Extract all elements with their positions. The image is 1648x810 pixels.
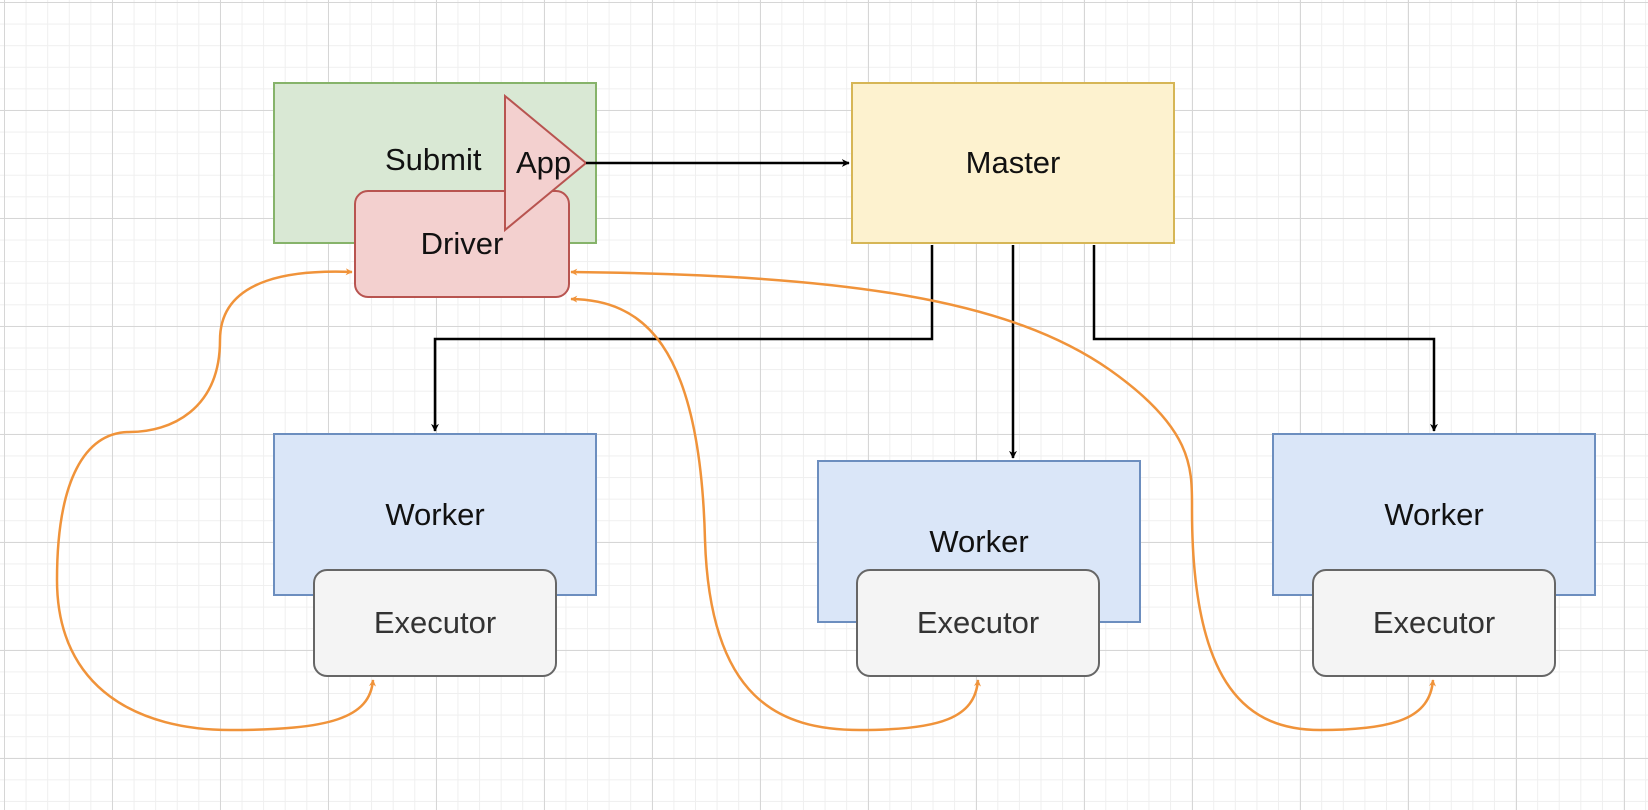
edge-master-to-worker-3[interactable] [1092,245,1438,432]
edge-driver-executor-2[interactable] [570,295,981,732]
edge-driver-executor-3[interactable] [570,268,1436,732]
worker-label-1: Worker [385,497,485,532]
master-node[interactable]: Master [851,82,1175,244]
executor-label-1: Executor [373,605,497,640]
edge-driver-executor-1[interactable] [55,268,376,732]
master-label: Master [965,145,1061,180]
app-triangle-shape[interactable] [504,93,588,233]
driver-node[interactable]: Driver [354,190,570,298]
submit-label: Submit [385,142,482,177]
driver-label: Driver [420,226,504,261]
edge-master-to-worker-1[interactable] [431,245,934,432]
app-label: App [516,145,572,180]
